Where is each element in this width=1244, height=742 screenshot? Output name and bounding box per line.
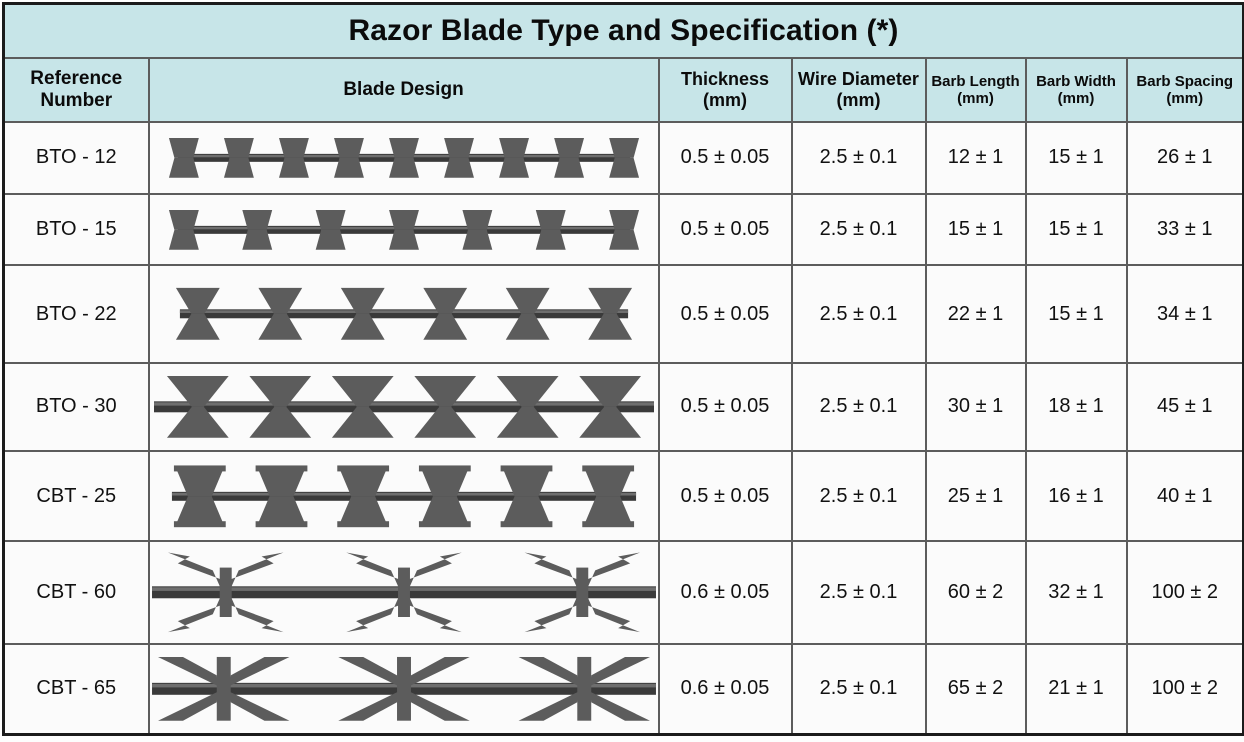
cell-wire-diameter: 2.5 ± 0.1 (790, 192, 927, 267)
column-header-thickness: Thickness (mm) (657, 57, 793, 123)
column-header-barb-spacing-unit: (mm) (1166, 90, 1204, 107)
cell-blade-design-bowtie-small (147, 192, 660, 267)
cell-wire-diameter: 2.5 ± 0.1 (790, 449, 927, 543)
cell-barb-width: 16 ± 1 (1024, 449, 1128, 543)
column-header-reference-unit: Number (40, 90, 113, 111)
cell-thickness: 0.5 ± 0.05 (657, 362, 793, 452)
cell-thickness: 0.5 ± 0.05 (657, 192, 793, 267)
cell-wire-diameter: 2.5 ± 0.1 (790, 540, 927, 645)
column-header-reference-label: Reference (30, 68, 123, 90)
cell-wire-diameter: 2.5 ± 0.1 (790, 121, 927, 195)
cell-reference-number: BTO - 15 (2, 192, 150, 267)
cell-blade-design-cross-barbed (147, 540, 660, 645)
column-header-thickness-unit: (mm) (703, 90, 747, 110)
cell-reference-number: CBT - 65 (2, 642, 150, 736)
column-header-barb-width: Barb Width (mm) (1024, 57, 1128, 123)
cell-barb-spacing: 45 ± 1 (1125, 362, 1244, 452)
cell-barb-width: 15 ± 1 (1024, 121, 1128, 195)
table-header: Razor Blade Type and Specification (*) R… (2, 2, 1244, 123)
column-header-row: Reference Number Blade Design Thickness … (2, 57, 1244, 123)
cell-barb-length: 30 ± 1 (924, 362, 1027, 452)
column-header-wire-diameter-unit: (mm) (836, 90, 881, 110)
cell-barb-spacing: 100 ± 2 (1125, 642, 1244, 736)
cell-barb-width: 15 ± 1 (1024, 192, 1128, 267)
column-header-thickness-label: Thickness (680, 69, 770, 90)
cell-barb-width: 32 ± 1 (1024, 540, 1128, 645)
title-row: Razor Blade Type and Specification (*) (2, 2, 1244, 59)
cell-wire-diameter: 2.5 ± 0.1 (790, 362, 927, 452)
cell-barb-length: 65 ± 2 (924, 642, 1027, 736)
column-header-barb-spacing-label: Barb Spacing (1136, 72, 1234, 90)
cell-barb-length: 60 ± 2 (924, 540, 1027, 645)
cell-blade-design-bowtie-large (147, 362, 660, 452)
cell-barb-length: 22 ± 1 (924, 264, 1027, 365)
column-header-design: Blade Design (147, 57, 660, 123)
cell-blade-design-cross-flat (147, 642, 660, 736)
cell-blade-design-bowtie-medium (147, 264, 660, 365)
column-header-reference: Reference Number (2, 57, 150, 123)
cell-barb-length: 25 ± 1 (924, 449, 1027, 543)
cell-barb-spacing: 40 ± 1 (1125, 449, 1244, 543)
cell-thickness: 0.5 ± 0.05 (657, 264, 793, 365)
column-header-barb-width-label: Barb Width (1036, 72, 1116, 90)
cell-reference-number: BTO - 12 (2, 121, 150, 195)
cell-barb-spacing: 100 ± 2 (1125, 540, 1244, 645)
cell-reference-number: CBT - 25 (2, 449, 150, 543)
cell-barb-width: 21 ± 1 (1024, 642, 1128, 736)
cell-barb-spacing: 26 ± 1 (1125, 121, 1244, 195)
cell-thickness: 0.6 ± 0.05 (657, 642, 793, 736)
cell-barb-spacing: 34 ± 1 (1125, 264, 1244, 365)
column-header-barb-width-unit: (mm) (1057, 90, 1095, 107)
column-header-barb-spacing: Barb Spacing (mm) (1125, 57, 1244, 123)
cell-reference-number: CBT - 60 (2, 540, 150, 645)
column-header-barb-length: Barb Length (mm) (924, 57, 1027, 123)
cell-reference-number: BTO - 30 (2, 362, 150, 452)
cell-barb-width: 18 ± 1 (1024, 362, 1128, 452)
column-header-design-label: Blade Design (343, 79, 464, 101)
cell-reference-number: BTO - 22 (2, 264, 150, 365)
column-header-barb-length-label: Barb Length (931, 72, 1020, 90)
cell-thickness: 0.5 ± 0.05 (657, 121, 793, 195)
cell-barb-spacing: 33 ± 1 (1125, 192, 1244, 267)
cell-thickness: 0.6 ± 0.05 (657, 540, 793, 645)
cell-wire-diameter: 2.5 ± 0.1 (790, 642, 927, 736)
cell-wire-diameter: 2.5 ± 0.1 (790, 264, 927, 365)
cell-barb-length: 12 ± 1 (924, 121, 1027, 195)
column-header-barb-length-unit: (mm) (957, 90, 994, 107)
table-title: Razor Blade Type and Specification (*) (2, 2, 1244, 59)
column-header-wire-diameter: Wire Diameter (mm) (790, 57, 927, 123)
cell-barb-length: 15 ± 1 (924, 192, 1027, 267)
cell-blade-design-bowtie-small (147, 121, 660, 195)
cell-blade-design-hourglass-flat (147, 449, 660, 543)
column-header-wire-diameter-label: Wire Diameter (798, 69, 919, 90)
cell-thickness: 0.5 ± 0.05 (657, 449, 793, 543)
cell-barb-width: 15 ± 1 (1024, 264, 1128, 365)
